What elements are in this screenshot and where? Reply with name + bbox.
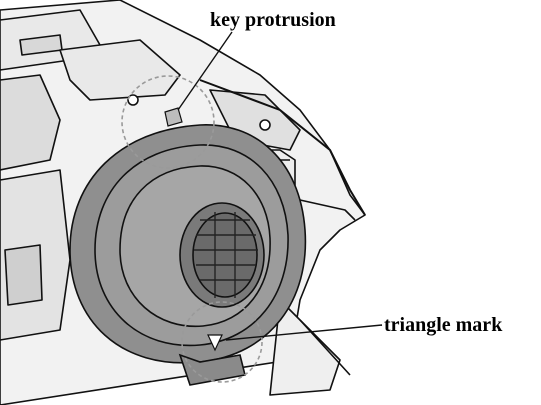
triangle-mark-leader-line	[225, 324, 383, 341]
key-protrusion-marker	[164, 107, 183, 127]
triangle-mark-marker	[207, 334, 223, 352]
triangle-mark-callout	[181, 301, 383, 383]
blower-fan-body	[69, 124, 307, 386]
key-protrusion-leader-line	[177, 31, 233, 111]
key-protrusion-label: key protrusion	[210, 9, 336, 31]
triangle-mark-label: triangle mark	[384, 314, 503, 336]
key-protrusion-callout	[121, 31, 233, 169]
